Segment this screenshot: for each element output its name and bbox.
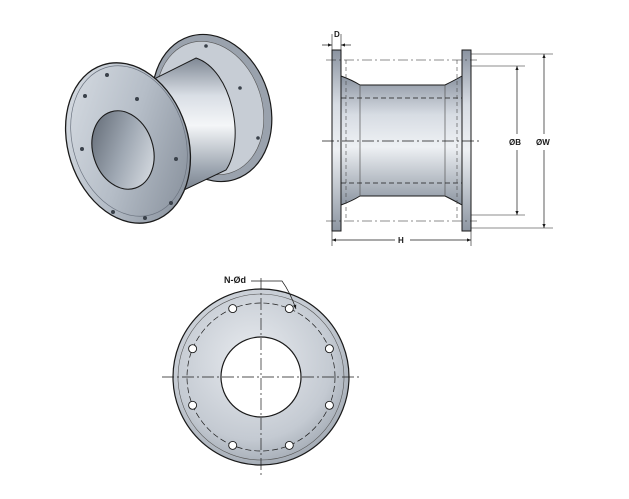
front-bolt-holes: [188, 304, 334, 450]
dimension-b-label: ØB: [509, 138, 521, 147]
front-bolt-hole: [228, 440, 238, 450]
iso-bolt-holes: [80, 73, 178, 220]
iso-bolt-hole: [174, 157, 178, 161]
front-bolt-hole: [324, 400, 334, 410]
bolt-hole-label: N-Ød: [224, 275, 246, 285]
side-elevation-view: D H ØB ØW: [322, 30, 553, 246]
isometric-fender-view: [64, 33, 273, 224]
iso-bolt-hole: [80, 147, 84, 151]
side-left-flange: [331, 49, 342, 232]
dimension-d-label: D: [334, 30, 340, 39]
iso-bolt-hole: [204, 44, 208, 48]
front-bolt-hole: [284, 304, 294, 314]
front-bore: [220, 336, 302, 418]
iso-bolt-hole: [105, 73, 109, 77]
front-bolt-hole: [284, 440, 294, 450]
front-flange-view: N-Ød: [162, 275, 360, 476]
iso-bolt-hole: [111, 210, 115, 214]
iso-bolt-hole: [169, 201, 173, 205]
front-bolt-hole: [324, 344, 334, 354]
bolt-hole-callout: N-Ød: [224, 275, 297, 310]
front-bolt-hole: [188, 344, 198, 354]
front-bolt-hole: [188, 400, 198, 410]
dimension-w-label: ØW: [536, 138, 550, 147]
dimension-w: ØW: [471, 53, 553, 229]
dimension-h-label: H: [398, 236, 404, 245]
iso-front-flange-rim: [70, 65, 188, 217]
iso-bolt-hole: [143, 216, 147, 220]
iso-bolt-hole: [83, 94, 87, 98]
dimension-d: D: [322, 30, 351, 50]
iso-bore: [91, 110, 155, 190]
dimension-h: H: [331, 231, 472, 246]
bolt-circle: [186, 302, 336, 452]
iso-bolt-hole: [238, 86, 242, 90]
side-body: [340, 75, 463, 206]
iso-bolt-hole: [135, 97, 139, 101]
iso-bolt-hole: [256, 136, 260, 140]
side-right-flange: [461, 49, 472, 232]
front-bolt-hole: [228, 304, 238, 314]
dimension-b: ØB: [471, 65, 525, 216]
